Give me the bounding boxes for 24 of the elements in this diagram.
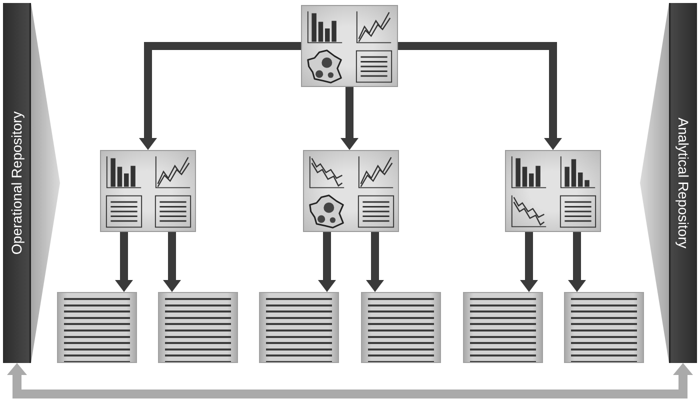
arrow: [340, 87, 358, 150]
arrow: [398, 42, 562, 150]
repository-bar: [3, 3, 61, 363]
repository-label: Analytical Repository: [674, 118, 692, 248]
report-document: [158, 292, 238, 363]
report-document: [361, 292, 441, 363]
arrow: [318, 232, 336, 292]
report-document: [57, 292, 137, 363]
arrow: [568, 232, 586, 292]
arrow: [139, 42, 301, 150]
arrow: [366, 232, 384, 292]
report-document: [463, 292, 543, 363]
arrow: [115, 232, 133, 292]
arrow: [520, 232, 538, 292]
dashboard-panel: [301, 5, 398, 87]
repository-bar: [639, 3, 697, 363]
arrow: [7, 363, 693, 398]
report-document: [564, 292, 644, 363]
dashboard-panel: [505, 150, 601, 232]
dashboard-panel: [303, 150, 399, 232]
repository-label: Operational Repository: [8, 111, 26, 255]
arrow: [163, 232, 181, 292]
report-document: [259, 292, 339, 363]
dashboard-panel: [100, 150, 196, 232]
